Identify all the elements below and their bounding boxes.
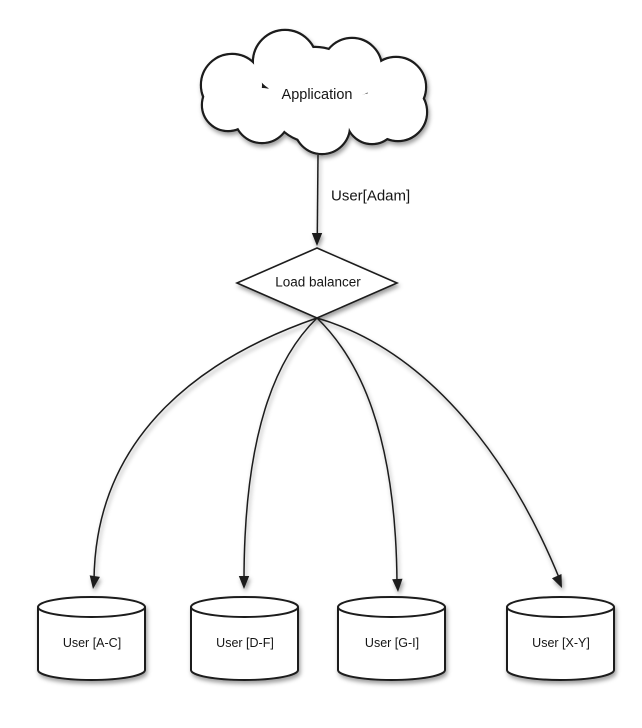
edge-loadbalancer-to-shard-x-y [316, 317, 562, 588]
edge-user-adam-label: User[Adam] [331, 187, 411, 205]
application-node-label: Application [281, 87, 353, 103]
arrowhead-icon [311, 233, 323, 246]
db-cylinder-g-i [337, 596, 446, 681]
application-cloud-shape [199, 28, 429, 156]
edge-application-to-loadbalancer [311, 154, 323, 246]
db-shard-label-a-c: User [A-C] [62, 636, 122, 650]
db-shard-label-x-y: User [X-Y] [532, 636, 590, 650]
load-balancer-node-label: Load balancer [275, 274, 361, 290]
edge-loadbalancer-to-shard-g-i [316, 317, 403, 592]
db-shard-label-g-i: User [G-I] [364, 636, 420, 650]
arrowhead-icon [89, 575, 100, 589]
db-shard-label-d-f: User [D-F] [216, 636, 274, 650]
db-cylinder-x-y [506, 596, 615, 681]
db-cylinder-a-c [37, 596, 146, 681]
edge-loadbalancer-to-shard-a-c [89, 317, 318, 589]
arrowhead-icon [392, 578, 403, 592]
arrowhead-icon [551, 574, 562, 588]
db-cylinder-d-f [190, 596, 299, 681]
arrowhead-icon [238, 576, 250, 589]
edge-loadbalancer-to-shard-d-f [238, 317, 318, 589]
